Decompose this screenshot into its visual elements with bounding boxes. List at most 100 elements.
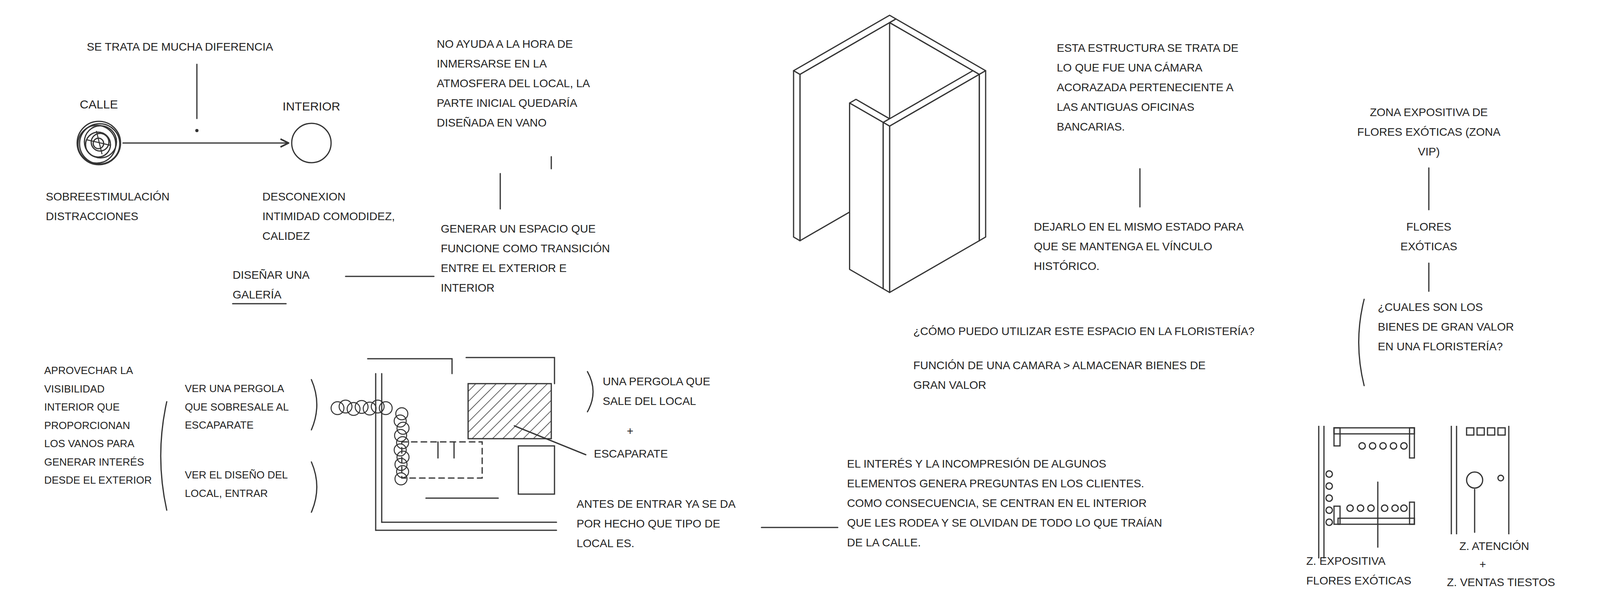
- divider-dot: [195, 128, 199, 133]
- note-text: FUNCIÓN DE UNA CAMARA > ALMACENAR BIENES…: [913, 355, 1235, 395]
- shop-plan: [381, 521, 557, 524]
- pergola-loops: [395, 407, 408, 420]
- floor-plan: [1334, 427, 1415, 434]
- shop-plan: [518, 446, 555, 495]
- floor-plan: [1358, 442, 1366, 450]
- bracket: [160, 401, 167, 511]
- note-text: +: [1479, 554, 1486, 575]
- bracket: [311, 462, 318, 513]
- note-text: SE TRATA DE MUCHA DIFERENCIA: [86, 36, 274, 57]
- divider-dot: [195, 128, 199, 133]
- floor-plan: [1346, 505, 1354, 512]
- floor-plan: [1357, 505, 1364, 512]
- node-heading: CALLE: [79, 94, 118, 116]
- note-text: VER EL DISEÑO DEL LOCAL, ENTRAR: [184, 466, 306, 503]
- floor-plan: [1381, 505, 1388, 512]
- note-text: ZONA EXPOSITIVA DE FLORES EXÓTICAS (ZONA…: [1352, 102, 1506, 162]
- floor-plan: [1325, 519, 1333, 526]
- shop-plan: [425, 441, 499, 499]
- pergola-loops: [394, 443, 407, 457]
- leader-line: [1428, 263, 1430, 292]
- note-text: VER UNA PERGOLA QUE SOBRESALE AL ESCAPAR…: [184, 379, 306, 435]
- pergola-loops: [396, 465, 409, 478]
- pergola-loops: [396, 451, 410, 464]
- floor-plan: [1400, 505, 1408, 512]
- shop-plan: [401, 441, 483, 479]
- pergola-loops: [394, 429, 407, 442]
- note-text: ESCAPARATE: [593, 443, 668, 464]
- bracket: [587, 371, 594, 412]
- bracket: [311, 379, 318, 430]
- floor-plan: [1497, 427, 1506, 436]
- note-text: ¿CÓMO PUEDO UTILIZAR ESTE ESPACIO EN LA …: [913, 321, 1255, 342]
- shop-plan: [466, 357, 555, 384]
- floor-plan: [1325, 470, 1333, 478]
- note-text: ¿CUALES SON LOS BIENES DE GRAN VALOR EN …: [1377, 297, 1523, 357]
- bracket: [1358, 299, 1365, 386]
- note-text: DISEÑAR UNA GALERÍA: [232, 265, 334, 305]
- circle-stroke: [84, 125, 117, 158]
- node-body: SOBREESTIMULACIÓN DISTRACCIONES: [45, 186, 207, 227]
- pergola-loops: [394, 415, 407, 428]
- circle-stroke: [77, 121, 121, 165]
- leader-line: [1377, 482, 1379, 548]
- leader-line: [761, 527, 838, 529]
- shop-plan: [367, 358, 453, 374]
- pergola-loops: [371, 400, 385, 414]
- floor-plan: [1390, 442, 1397, 450]
- shop-plan: [381, 373, 383, 523]
- note-text: ANTES DE ENTRAR YA SE DA POR HECHO QUE T…: [576, 494, 754, 554]
- floor-plan: [1497, 475, 1504, 481]
- note-text: Z. EXPOSITIVA FLORES EXÓTICAS: [1306, 551, 1427, 591]
- note-text: Z. ATENCIÓN: [1459, 536, 1530, 557]
- pergola-loops: [394, 472, 408, 485]
- leader-line: [550, 156, 553, 169]
- floor-plan: [1318, 425, 1509, 559]
- note-text: +: [626, 421, 634, 441]
- note-text: DEJARLO EN EL MISMO ESTADO PARA QUE SE M…: [1033, 216, 1259, 277]
- floor-plan: [1338, 518, 1415, 525]
- leader-line: [196, 64, 198, 119]
- floor-plan: [1487, 427, 1495, 436]
- floor-plan: [1409, 427, 1415, 459]
- floor-plan: [1334, 427, 1341, 447]
- note-text: GENERAR UN ESPACIO QUE FUNCIONE COMO TRA…: [440, 218, 622, 298]
- floor-plan: [1325, 482, 1333, 490]
- floor-plan: [1400, 442, 1408, 450]
- vault-isometric: [849, 103, 884, 289]
- node-body: DESCONEXION INTIMIDAD COMODIDEZ, CALIDEZ: [262, 186, 399, 246]
- note-text: APROVECHAR LA VISIBILIDAD INTERIOR QUE P…: [44, 361, 153, 490]
- pergola-loops: [331, 401, 344, 415]
- pergola-loops: [396, 436, 409, 449]
- note-text: Z. VENTAS TIESTOS: [1446, 572, 1555, 593]
- note-text: UNA PERGOLA QUE SALE DEL LOCAL: [602, 371, 736, 412]
- note-text: EL INTERÉS Y LA INCOMPRESIÓN DE ALGUNOS …: [847, 454, 1169, 553]
- floor-plan: [1369, 442, 1376, 450]
- floor-plan: [1466, 472, 1483, 489]
- shop-plan: [468, 383, 552, 439]
- pergola-loops: [355, 400, 369, 414]
- vault-isometric: [979, 70, 986, 241]
- floor-plan: [1367, 505, 1375, 512]
- floor-plan: [1451, 425, 1509, 535]
- leader-line: [345, 276, 434, 278]
- note-text: NO AYUDA A LA HORA DE INMERSARSE EN LA A…: [436, 34, 614, 133]
- floor-plan: [1466, 427, 1474, 436]
- floor-plan: [1477, 427, 1485, 436]
- vault-isometric: [889, 74, 980, 293]
- floor-plan: [1391, 505, 1399, 512]
- pergola-loops: [347, 402, 361, 416]
- vault-isometric: [793, 15, 986, 293]
- floor-plan: [1334, 506, 1341, 525]
- circle-stroke: [291, 123, 332, 163]
- pergola-loops: [396, 422, 410, 435]
- circle-node: INTERIORDESCONEXION INTIMIDAD COMODIDEZ,…: [290, 122, 332, 164]
- pergola-loops: [379, 401, 393, 415]
- flow-arrow: [122, 142, 289, 144]
- vault-isometric: [883, 122, 890, 293]
- pergola-loops: [363, 402, 377, 416]
